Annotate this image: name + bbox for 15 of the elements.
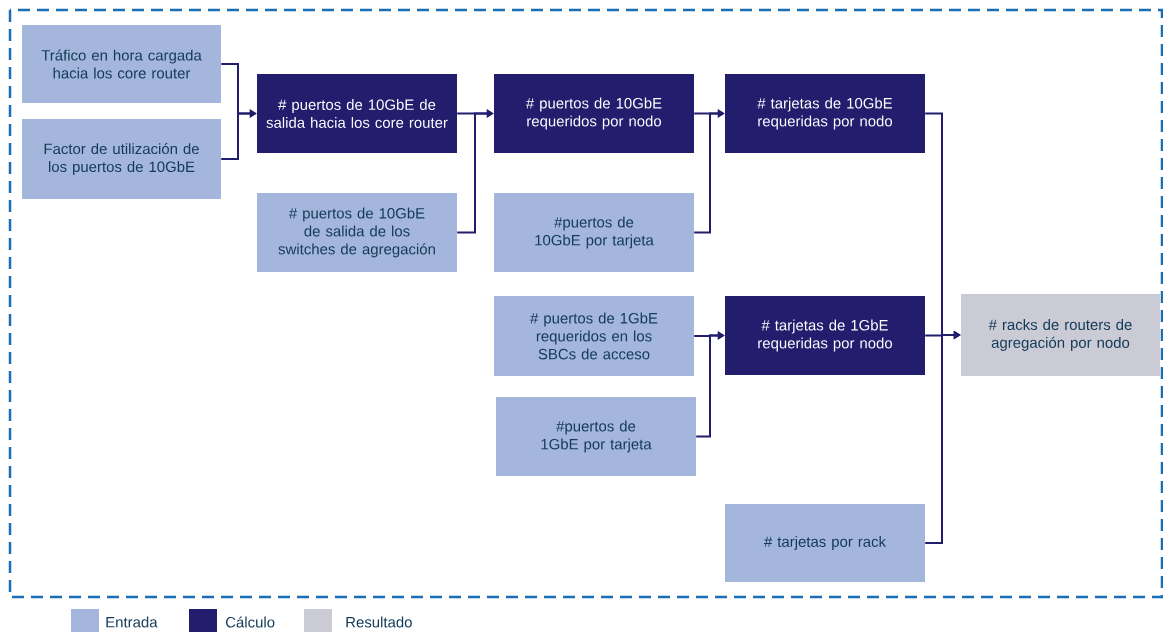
input-box: Factor de utilización de los puertos de 10GbE (22, 119, 221, 199)
input-box: #puertos de 1GbE por tarjeta (496, 397, 696, 476)
input-box: #puertos de 10GbE por tarjeta (494, 193, 694, 272)
legend-label: Resultado (346, 616, 412, 628)
legend-label: Entrada (106, 616, 158, 628)
input-box: Tráfico en hora cargada hacia los core router (22, 25, 221, 103)
calculation-box: # tarjetas de 10GbE requeridas por nodo (725, 74, 925, 153)
legend-label: Cálculo (225, 616, 275, 628)
calculation-box: # puertos de 10GbE de salida hacia los core router (257, 74, 457, 153)
result-box: # racks de routers de agregación por nodo (961, 294, 1160, 376)
input-box: # puertos de 1GbE requeridos en los SBCs de acceso (494, 296, 694, 376)
input-box: # puertos de 10GbE de salida de los switches de agregación (257, 193, 457, 272)
input-box: # tarjetas por rack (725, 504, 925, 582)
calculation-box: # tarjetas de 1GbE requeridas por nodo (725, 296, 925, 375)
calculation-box: # puertos de 10GbE requeridos por nodo (494, 74, 694, 153)
